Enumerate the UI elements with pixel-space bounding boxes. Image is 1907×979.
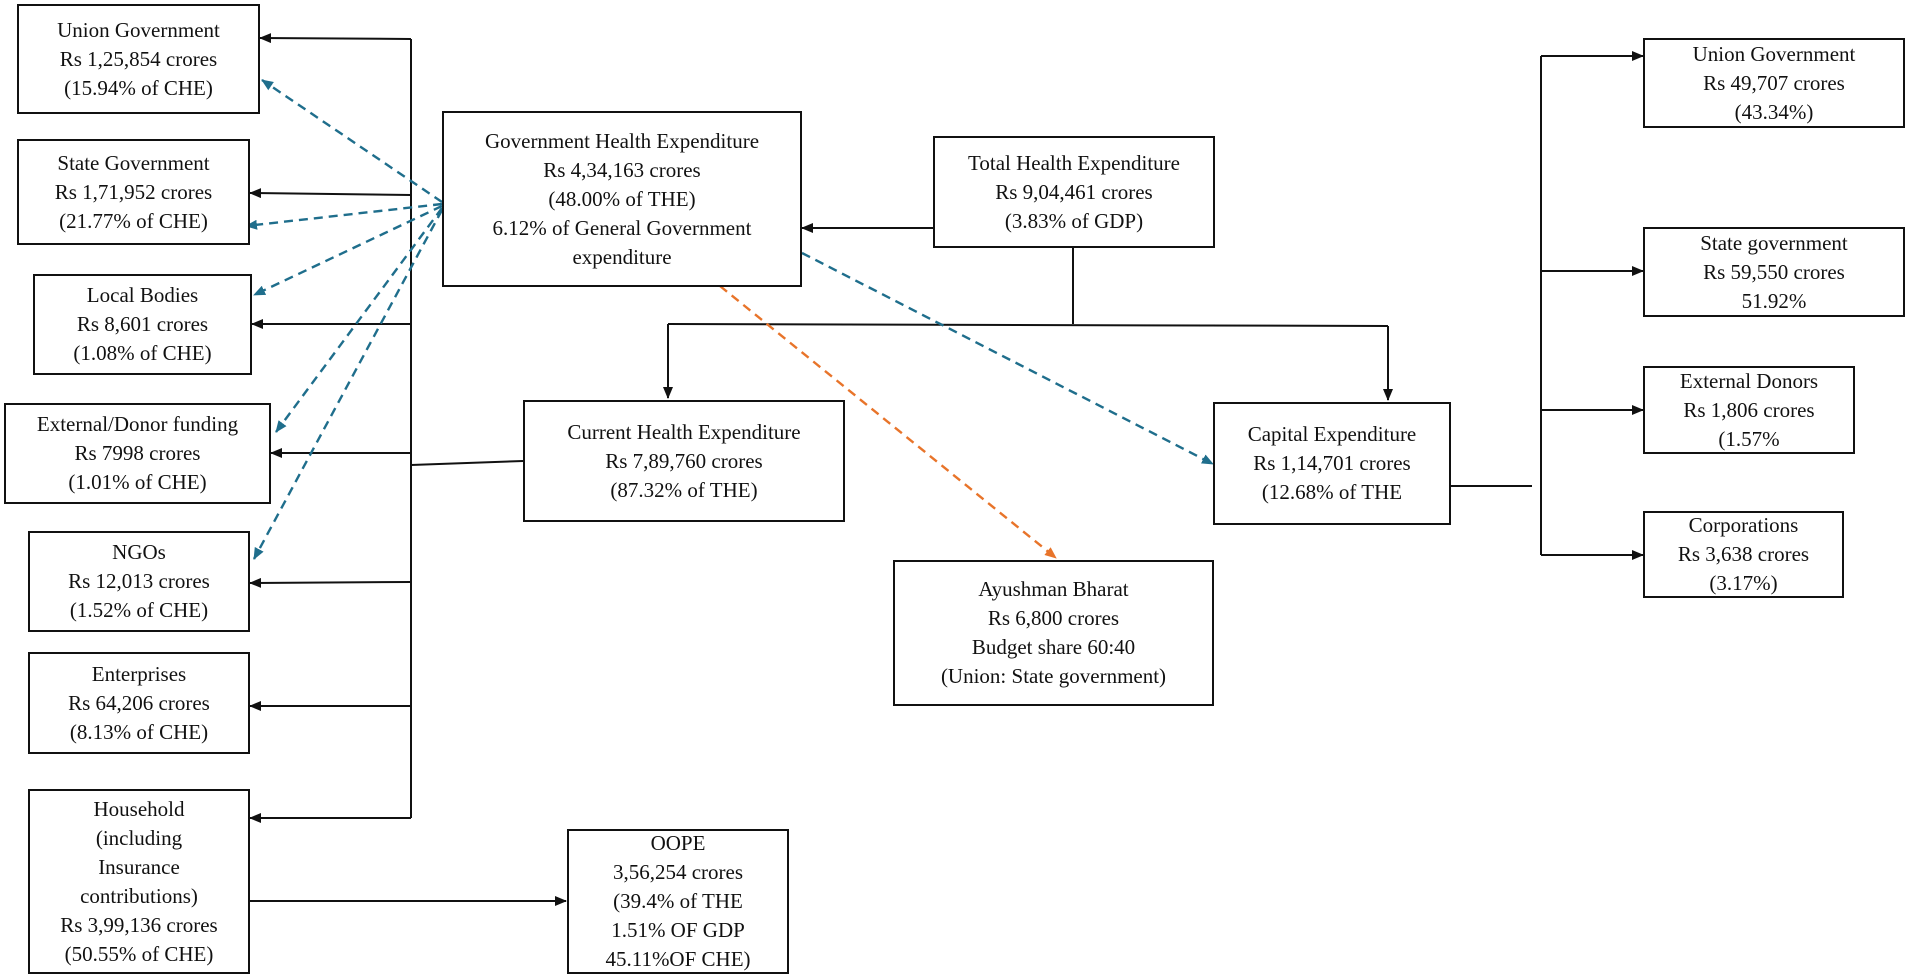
label: Current Health Expenditure: [567, 419, 801, 444]
amount: Rs 4,34,163 crores: [543, 157, 701, 182]
label: Total Health Expenditure: [968, 150, 1180, 175]
share-line-3: expenditure: [572, 244, 672, 269]
box-union-government-capex: Union Government Rs 49,707 crores (43.34…: [1643, 38, 1905, 128]
arrow-left-state: [249, 188, 412, 199]
label: Union Government: [1692, 41, 1856, 66]
box-ngos: NGOs Rs 12,013 crores (1.52% of CHE): [28, 531, 250, 632]
dashed-ghe-to-ngos: [252, 209, 444, 560]
label-line-3: Insurance: [98, 854, 180, 879]
label: Household: [93, 796, 185, 821]
label: Government Health Expenditure: [484, 128, 760, 153]
box-current-health-expenditure: Current Health Expenditure Rs 7,89,760 c…: [523, 400, 845, 522]
box-state-government-che: State Government Rs 1,71,952 crores (21.…: [17, 139, 250, 245]
budget-share: Budget share 60:40: [971, 635, 1136, 659]
box-total-health-expenditure: Total Health Expenditure Rs 9,04,461 cro…: [933, 136, 1215, 248]
box-external-donors-capex: External Donors Rs 1,806 crores (1.57%: [1643, 366, 1855, 454]
label: Enterprises: [91, 661, 187, 686]
amount: Rs 64,206 crores: [68, 690, 210, 715]
dashed-ghe-to-state: [245, 202, 443, 230]
label: Local Bodies: [86, 283, 199, 307]
label: Corporations: [1688, 513, 1799, 537]
line-split-horizontal: [667, 323, 1389, 327]
label-line-4: contributions): [80, 883, 198, 908]
amount: Rs 1,806 crores: [1683, 397, 1815, 422]
share-the: (39.4% of THE: [613, 889, 743, 913]
share: (21.77% of CHE): [59, 208, 208, 233]
amount: Rs 1,71,952 crores: [54, 179, 213, 204]
share-che: 45.11%OF CHE): [605, 947, 751, 971]
dashed-ghe-to-external: [275, 207, 443, 433]
amount: Rs 49,707 crores: [1703, 70, 1845, 95]
amount: Rs 12,013 crores: [68, 569, 210, 593]
label: Ayushman Bharat: [978, 577, 1129, 601]
share: (3.17%): [1709, 571, 1778, 595]
amount: 3,56,254 crores: [612, 860, 744, 884]
share: (1.01% of CHE): [68, 470, 207, 494]
box-capital-expenditure: Capital Expenditure Rs 1,14,701 crores (…: [1213, 402, 1451, 525]
box-household: Household (including Insurance contribut…: [28, 789, 250, 974]
amount: Rs 1,25,854 crores: [59, 46, 218, 71]
box-enterprises: Enterprises Rs 64,206 crores (8.13% of C…: [28, 652, 250, 754]
line-che-to-bus: [410, 460, 524, 466]
box-ayushman-bharat: Ayushman Bharat Rs 6,800 crores Budget s…: [893, 560, 1214, 706]
box-government-health-expenditure: Government Health Expenditure Rs 4,34,16…: [442, 111, 802, 287]
share: (87.32% of THE): [610, 477, 758, 502]
box-state-government-capex: State government Rs 59,550 crores 51.92%: [1643, 227, 1905, 317]
share: (43.34%): [1734, 99, 1814, 124]
dashed-ghe-to-ayushman: [719, 285, 1057, 559]
share: (1.52% of CHE): [69, 598, 209, 622]
amount: Rs 3,99,136 crores: [60, 912, 218, 937]
amount: Rs 59,550 crores: [1703, 259, 1845, 284]
amount: Rs 3,638 crores: [1677, 542, 1810, 566]
share: (48.00% of THE): [548, 186, 696, 211]
box-union-government-che: Union Government Rs 1,25,854 crores (15.…: [17, 4, 260, 114]
share: (50.55% of CHE): [64, 941, 214, 966]
dashed-ghe-to-local: [253, 204, 443, 297]
amount: Rs 6,800 crores: [987, 606, 1120, 630]
share: (3.83% of GDP): [1004, 208, 1144, 233]
label-line-2: (including: [95, 825, 183, 850]
label: State Government: [57, 150, 210, 175]
label: External Donors: [1679, 368, 1819, 393]
budget-share-note: (Union: State government): [940, 664, 1167, 688]
box-local-bodies: Local Bodies Rs 8,601 crores (1.08% of C…: [33, 274, 252, 375]
dashed-ghe-to-union: [261, 79, 443, 203]
arrow-left-ngos: [249, 577, 412, 588]
amount: Rs 1,14,701 crores: [1253, 451, 1411, 475]
share: 51.92%: [1741, 288, 1807, 313]
label: OOPE: [650, 831, 706, 855]
share-line-2: 6.12% of General Government: [492, 215, 752, 240]
share: (1.57%: [1718, 426, 1780, 451]
box-external-donor-funding: External/Donor funding Rs 7998 crores (1…: [4, 403, 271, 504]
share-gdp: 1.51% OF GDP: [611, 918, 745, 942]
amount: Rs 8,601 crores: [76, 312, 209, 336]
amount: Rs 9,04,461 crores: [995, 179, 1153, 204]
label: State government: [1700, 230, 1848, 255]
label: Union Government: [57, 17, 220, 42]
share: (12.68% of THE: [1261, 480, 1403, 504]
share: (1.08% of CHE): [73, 341, 212, 365]
dashed-ghe-to-capex: [801, 251, 1214, 466]
share: (8.13% of CHE): [69, 719, 209, 744]
label: External/Donor funding: [36, 412, 239, 436]
arrow-left-union: [259, 33, 412, 44]
share: (15.94% of CHE): [64, 75, 213, 100]
amount: Rs 7998 crores: [74, 441, 201, 465]
label: Capital Expenditure: [1247, 422, 1417, 446]
label: NGOs: [112, 540, 166, 564]
amount: Rs 7,89,760 crores: [605, 448, 763, 473]
box-corporations-capex: Corporations Rs 3,638 crores (3.17%): [1643, 511, 1844, 598]
box-oope: OOPE 3,56,254 crores (39.4% of THE 1.51%…: [567, 829, 789, 974]
